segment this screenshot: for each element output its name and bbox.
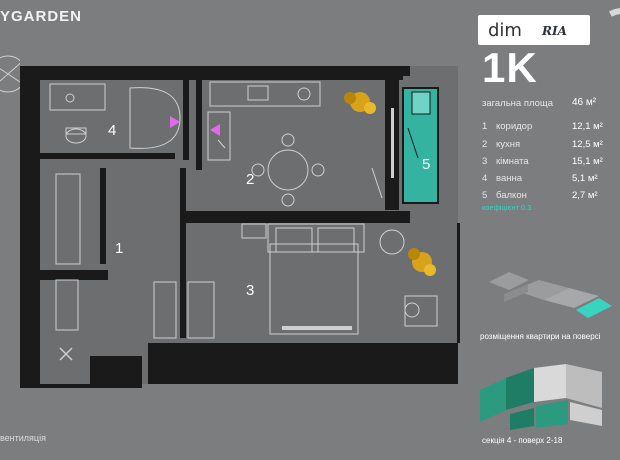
logo-dim-text: dim [488,20,522,41]
ventilation-label: вентиляція [0,433,46,443]
room-name: кімната [496,156,529,167]
dimria-logo[interactable]: dim RIA [478,15,590,45]
room-number: 1 [482,121,488,132]
room-number: 5 [482,190,488,201]
room-number: 3 [482,156,488,167]
total-area-label: загальна площа [482,98,554,109]
room-area: 12,5 м² [572,139,603,150]
plan-label-5: 5 [422,156,431,173]
logo-ria-text: RIA [542,24,567,38]
section-location-map [480,364,602,430]
floor-location-caption: розміщення квартири на поверсі [480,332,601,341]
plan-label-2: 2 [246,171,255,188]
room-name: коридор [496,121,533,132]
plan-label-1: 1 [115,240,124,257]
room-area: 5,1 м² [572,173,598,184]
arc-decoration-icon [590,2,620,66]
plant-icon [408,248,436,276]
room-name: кухня [496,139,521,150]
apartment-type: 1K [482,44,538,91]
room-name: ванна [496,173,522,184]
floor-location-map [489,272,612,318]
floor-plan [20,48,460,388]
room-area: 15,1 м² [572,156,603,167]
room-number: 2 [482,139,488,150]
section-location-caption: секція 4 - поверх 2-18 [482,436,563,445]
room-number: 4 [482,173,488,184]
room-area: 2,7 м² [572,190,598,201]
total-area-value: 46 м² [572,97,597,108]
plan-label-3: 3 [246,282,255,299]
room-name: балкон [496,190,527,201]
plan-label-4: 4 [108,122,117,139]
balcony-coefficient: коефіцієнт 0.3 [482,203,532,212]
brand-title: YGARDEN [0,8,83,25]
room-area: 12,1 м² [572,121,603,132]
entry-arrow-icon [170,116,180,128]
entry-arrow-icon [210,124,220,136]
plant-icon [344,92,376,114]
